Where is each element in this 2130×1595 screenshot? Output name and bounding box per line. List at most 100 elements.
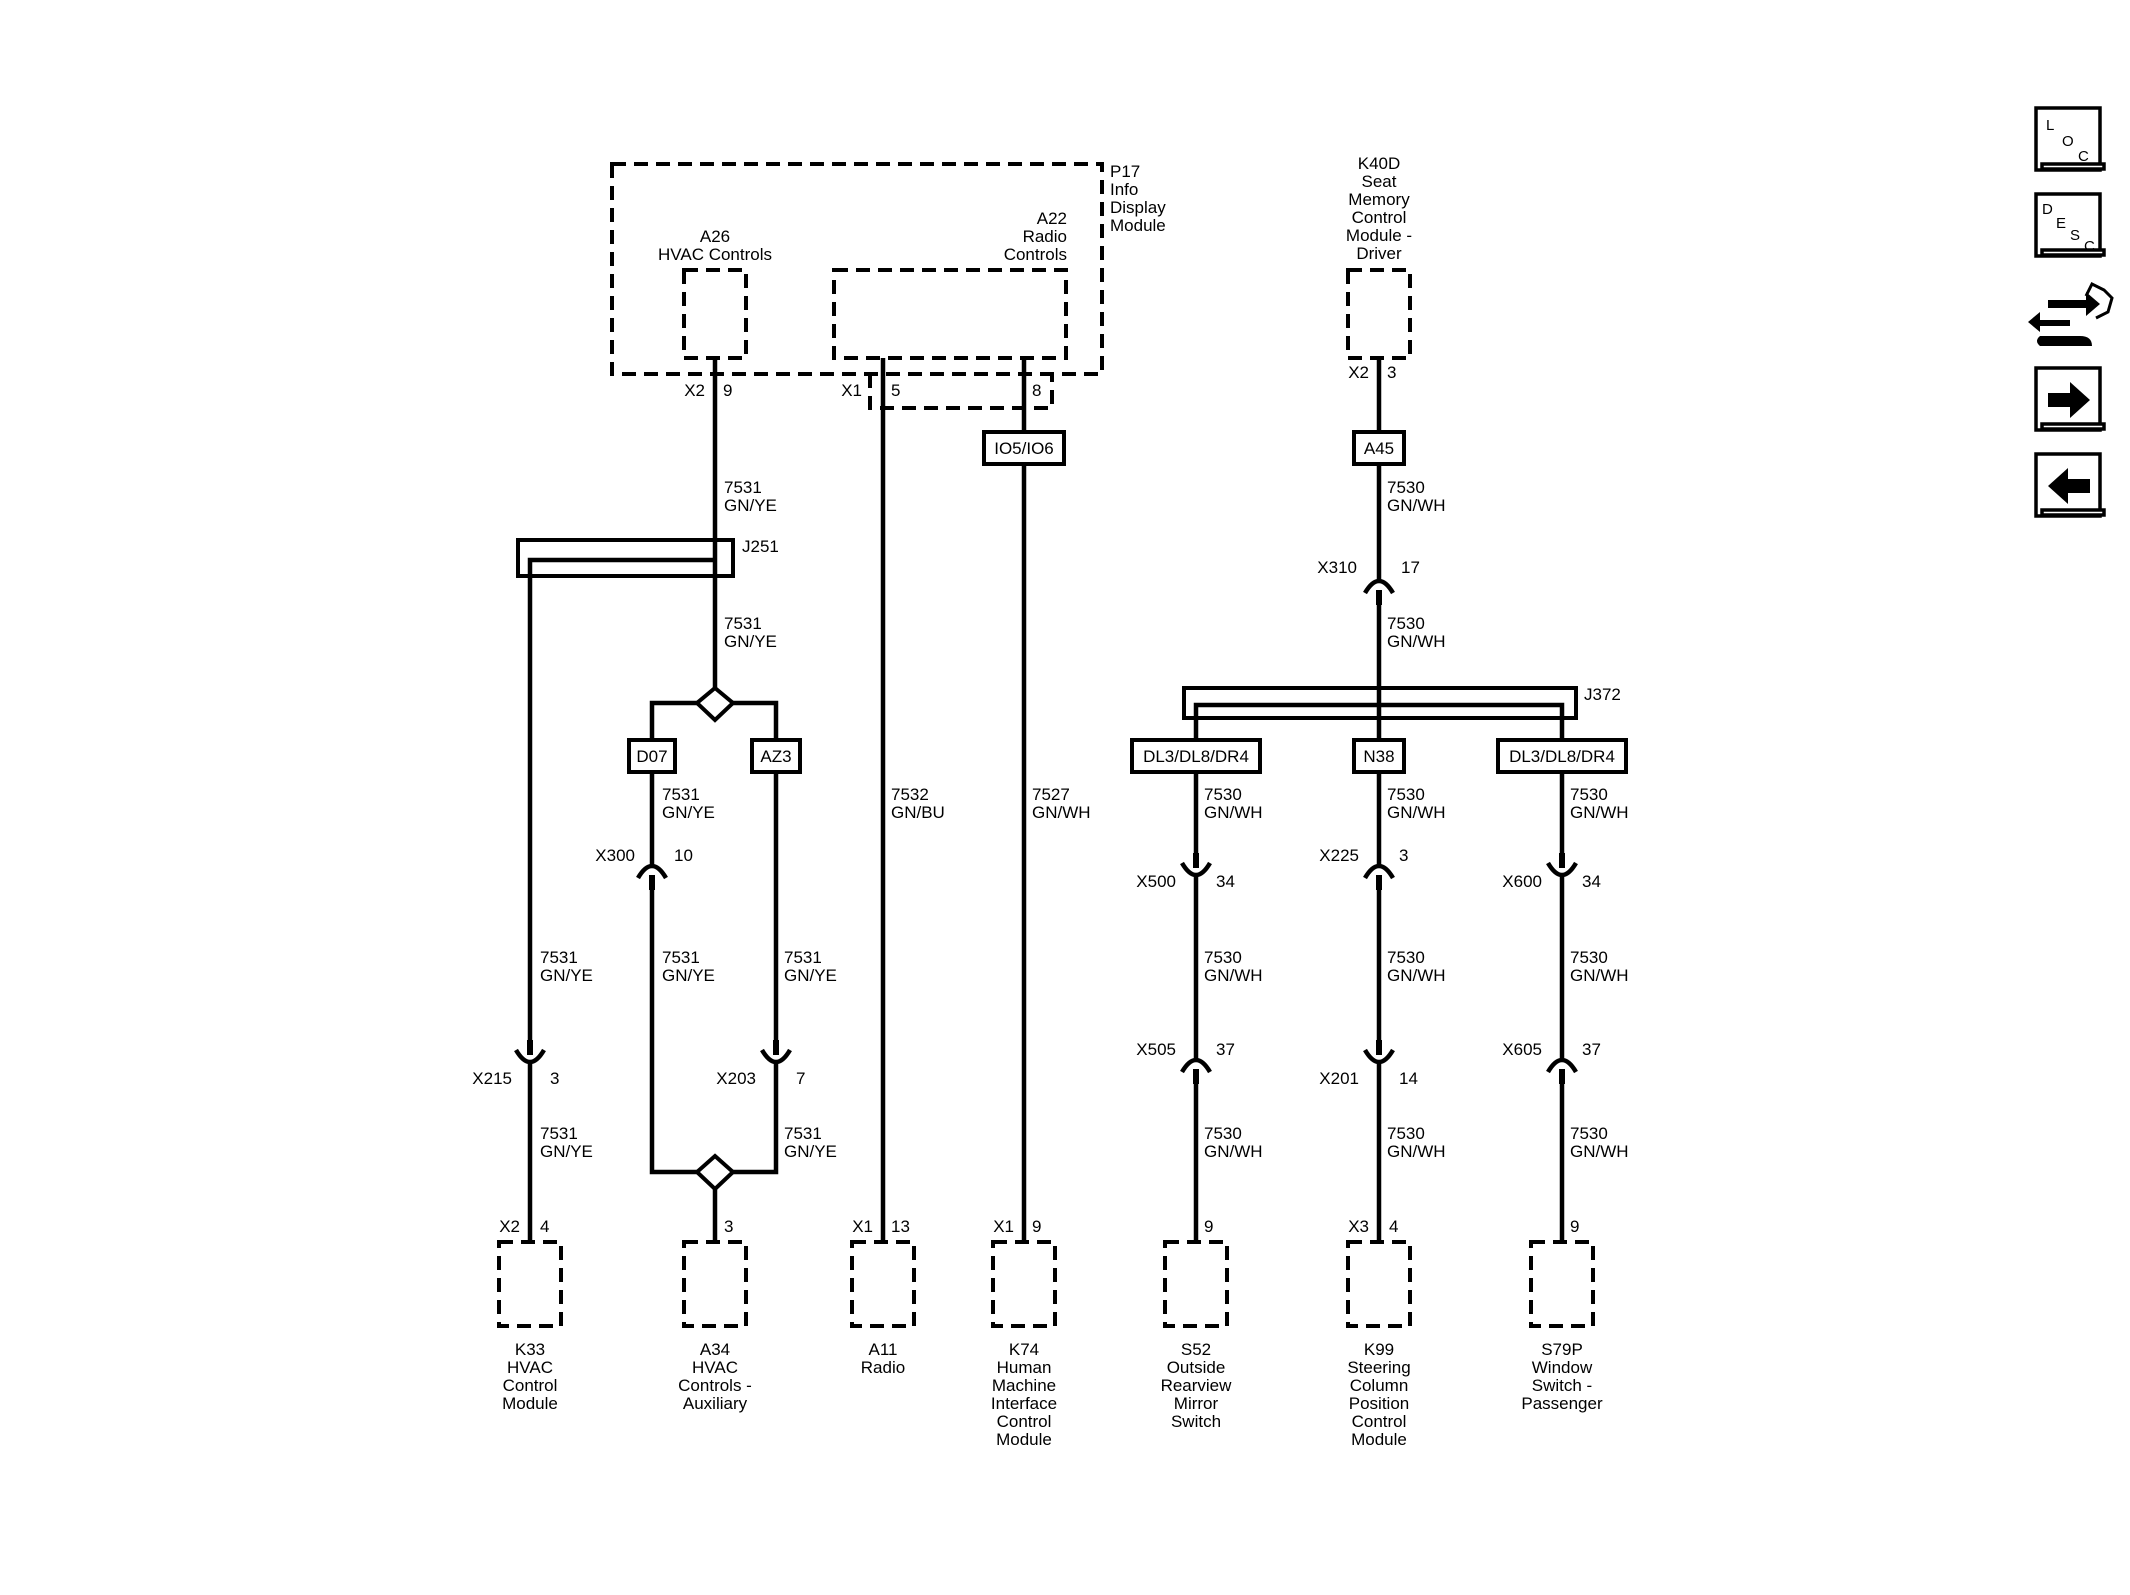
s52-connector-pin: 9 [1204,1217,1213,1236]
circuit-7530-k40d-b: 7530 [1387,614,1425,633]
x605-name: X605 [1502,1040,1542,1059]
circuit-7531-k33-bot: 7531 [540,1124,578,1143]
option-dl-left-box [1130,738,1262,774]
k40d-label-3: Control [1352,208,1407,227]
s79p-label-0: S79P [1541,1340,1583,1359]
splice-j372-label: J372 [1584,685,1621,704]
color-7530-s52-b: GN/WH [1204,966,1263,985]
k74-label-4: Control [997,1412,1052,1431]
x500-name: X500 [1136,872,1176,891]
option-dl-left: DL3/DL8/DR4 [1143,747,1249,766]
inline-connector-x310 [1363,578,1395,605]
color-7530-k99-b: GN/WH [1387,966,1446,985]
k40d-connector-pin: 3 [1387,363,1396,382]
x310-name: X310 [1317,558,1357,577]
color-7531-az3-mid: GN/YE [784,966,837,985]
k33-connector-name: X2 [499,1217,520,1236]
loc-letter-0: L [2046,117,2054,134]
loc-button[interactable]: L O C [2034,106,2106,172]
option-n38-box [1352,738,1406,774]
k74-label-5: Module [996,1430,1052,1449]
color-7530-k40d-a: GN/WH [1387,496,1446,515]
x225-name: X225 [1319,846,1359,865]
option-az3-box [750,738,802,774]
s52-label-0: S52 [1181,1340,1211,1359]
p17-label-2: Display [1110,198,1166,217]
desc-letter-3: C [2084,238,2095,255]
p17-label-3: Module [1110,216,1166,235]
x505-pin: 37 [1216,1040,1235,1059]
next-button[interactable] [2034,366,2106,432]
a22-connector-name: X1 [841,381,862,400]
circuit-7530-k99-c: 7530 [1387,1124,1425,1143]
k40d-label-4: Module - [1346,226,1412,245]
color-7530-s79p-a: GN/WH [1570,803,1629,822]
inline-connector-x505 [1180,1057,1212,1084]
k99-connector-name: X3 [1348,1217,1369,1236]
diagnostic-connector-button[interactable] [2028,281,2114,346]
k33-label-0: K33 [515,1340,545,1359]
circuit-7531-a: 7531 [724,478,762,497]
a11-connector-pin: 13 [891,1217,910,1236]
x215-name: X215 [472,1069,512,1088]
circuit-7531-az3-mid: 7531 [784,948,822,967]
option-io5-io6: IO5/IO6 [994,439,1054,458]
a34-label-2: Controls - [678,1376,752,1395]
inline-connector-x225 [1363,863,1395,890]
a26-label-1: HVAC Controls [658,245,772,264]
option-d07-box [627,738,677,774]
splice-diamond-top [693,685,737,723]
inline-connector-x201 [1363,1040,1395,1065]
s79p-connector-pin: 9 [1570,1217,1579,1236]
k99-label-2: Column [1350,1376,1409,1395]
a34-connector-pin: 3 [724,1217,733,1236]
option-d07: D07 [636,747,667,766]
s79p-label-1: Window [1532,1358,1593,1377]
a11-label-0: A11 [869,1340,898,1359]
k99-module-box [1346,1240,1412,1328]
circuit-7531-d07-top: 7531 [662,785,700,804]
option-dl-right: DL3/DL8/DR4 [1509,747,1615,766]
desc-letter-0: D [2042,201,2053,218]
j251-splice-pack [516,538,735,578]
x600-name: X600 [1502,872,1542,891]
color-7531-b: GN/YE [724,632,777,651]
prev-button[interactable] [2034,452,2106,518]
color-7527: GN/WH [1032,803,1091,822]
a26-module-box [682,268,748,360]
k74-connector-pin: 9 [1032,1217,1041,1236]
x215-pin: 3 [550,1069,559,1088]
option-az3: AZ3 [760,747,791,766]
a22-connector-pin5: 5 [891,381,900,400]
desc-letter-2: S [2070,227,2080,244]
wire-7531-az3-branch [728,700,779,1175]
color-7530-k99-a: GN/WH [1387,803,1446,822]
circuit-7530-k40d-a: 7530 [1387,478,1425,497]
inline-connector-x605 [1546,1057,1578,1084]
option-dl-right-box [1496,738,1628,774]
k99-connector-pin: 4 [1389,1217,1398,1236]
k33-module-box [497,1240,563,1328]
circuit-7530-s79p-a: 7530 [1570,785,1608,804]
x500-pin: 34 [1216,872,1235,891]
x203-name: X203 [716,1069,756,1088]
option-n38: N38 [1363,747,1394,766]
splice-diamond-bottom [694,1153,736,1192]
arrow-left-icon [2048,468,2090,504]
desc-button[interactable]: D E S C [2034,192,2106,258]
s79p-module-box [1529,1240,1595,1328]
splice-j251-label: J251 [742,537,779,556]
k74-label-3: Interface [991,1394,1057,1413]
color-7530-s52-a: GN/WH [1204,803,1263,822]
x225-pin: 3 [1399,846,1408,865]
color-7531-k33-top: GN/YE [540,966,593,985]
k74-label-1: Human [997,1358,1052,1377]
color-7530-s79p-c: GN/WH [1570,1142,1629,1161]
a34-label-0: A34 [700,1340,730,1359]
desc-letter-1: E [2056,215,2066,232]
circuit-7527: 7527 [1032,785,1070,804]
k40d-connector-name: X2 [1348,363,1369,382]
circuit-7530-s52-b: 7530 [1204,948,1242,967]
s79p-label-3: Passenger [1521,1394,1603,1413]
